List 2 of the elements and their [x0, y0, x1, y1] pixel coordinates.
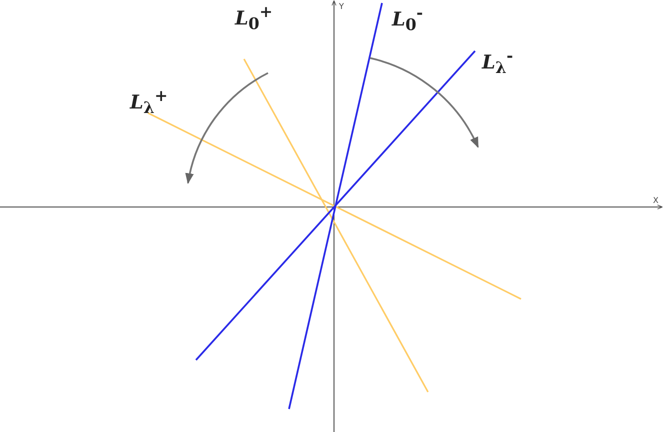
axis-label: X — [653, 197, 658, 205]
axis-label: Y — [339, 3, 344, 11]
